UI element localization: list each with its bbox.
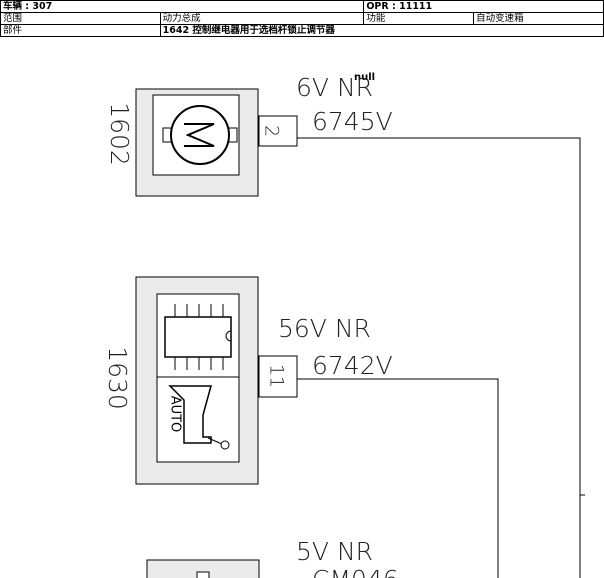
- component-3-part: [196, 571, 210, 578]
- ic-chip-icon: [164, 304, 232, 370]
- header-row-part: 部件 1642 控制继电器用于选档杆锁止调节器: [0, 24, 604, 37]
- wire-3: CM046: [312, 565, 399, 578]
- function-value: 自动变速箱: [473, 12, 604, 25]
- vehicle-label: 车辆 : 307: [0, 0, 365, 13]
- component-1630: AUTO 11 1630 56V NR 6742V: [103, 276, 393, 485]
- wire-6742v: [297, 378, 499, 578]
- pin-1630: 11: [266, 364, 288, 388]
- motor-icon: [162, 105, 238, 165]
- auto-label: AUTO: [168, 396, 183, 433]
- component-3-box: [146, 559, 260, 578]
- function-label: 功能: [363, 12, 475, 25]
- header-row-vehicle: 车辆 : 307 OPR : 11111: [0, 0, 604, 13]
- component-1602: 2 1602 6V NR 6745V: [105, 73, 393, 197]
- component-1630-id: 1630: [103, 346, 132, 410]
- scope-value: 动力总成: [159, 12, 365, 25]
- part-value: 1642 控制继电器用于选档杆锁止调节器: [159, 24, 604, 37]
- wires: [297, 137, 585, 578]
- opr-label: OPR : 11111: [363, 0, 604, 13]
- header-row-scope: 范围 动力总成 功能 自动变速箱: [0, 12, 604, 25]
- wire-1602: 6745V: [312, 107, 393, 136]
- wire-6745v: [297, 137, 581, 578]
- header-table: 车辆 : 307 OPR : 11111 范围 动力总成 功能 自动变速箱 部件…: [0, 0, 604, 37]
- null-label: null: [354, 72, 375, 83]
- component-3: 5V NR CM046: [146, 537, 399, 578]
- power-1630: 56V NR: [278, 314, 371, 343]
- component-1602-id: 1602: [105, 102, 134, 166]
- gear-lever-icon: [168, 385, 230, 450]
- wiring-diagram: null 2 1602 6V NR 6745V: [103, 72, 585, 578]
- wire-1630: 6742V: [312, 351, 393, 380]
- scope-label: 范围: [0, 12, 161, 25]
- part-label: 部件: [0, 24, 161, 37]
- power-3: 5V NR: [296, 537, 373, 566]
- power-1602: 6V NR: [296, 73, 373, 102]
- connector-1602: [258, 115, 298, 147]
- pin-1602: 2: [261, 125, 283, 137]
- connector-1630: [258, 355, 298, 398]
